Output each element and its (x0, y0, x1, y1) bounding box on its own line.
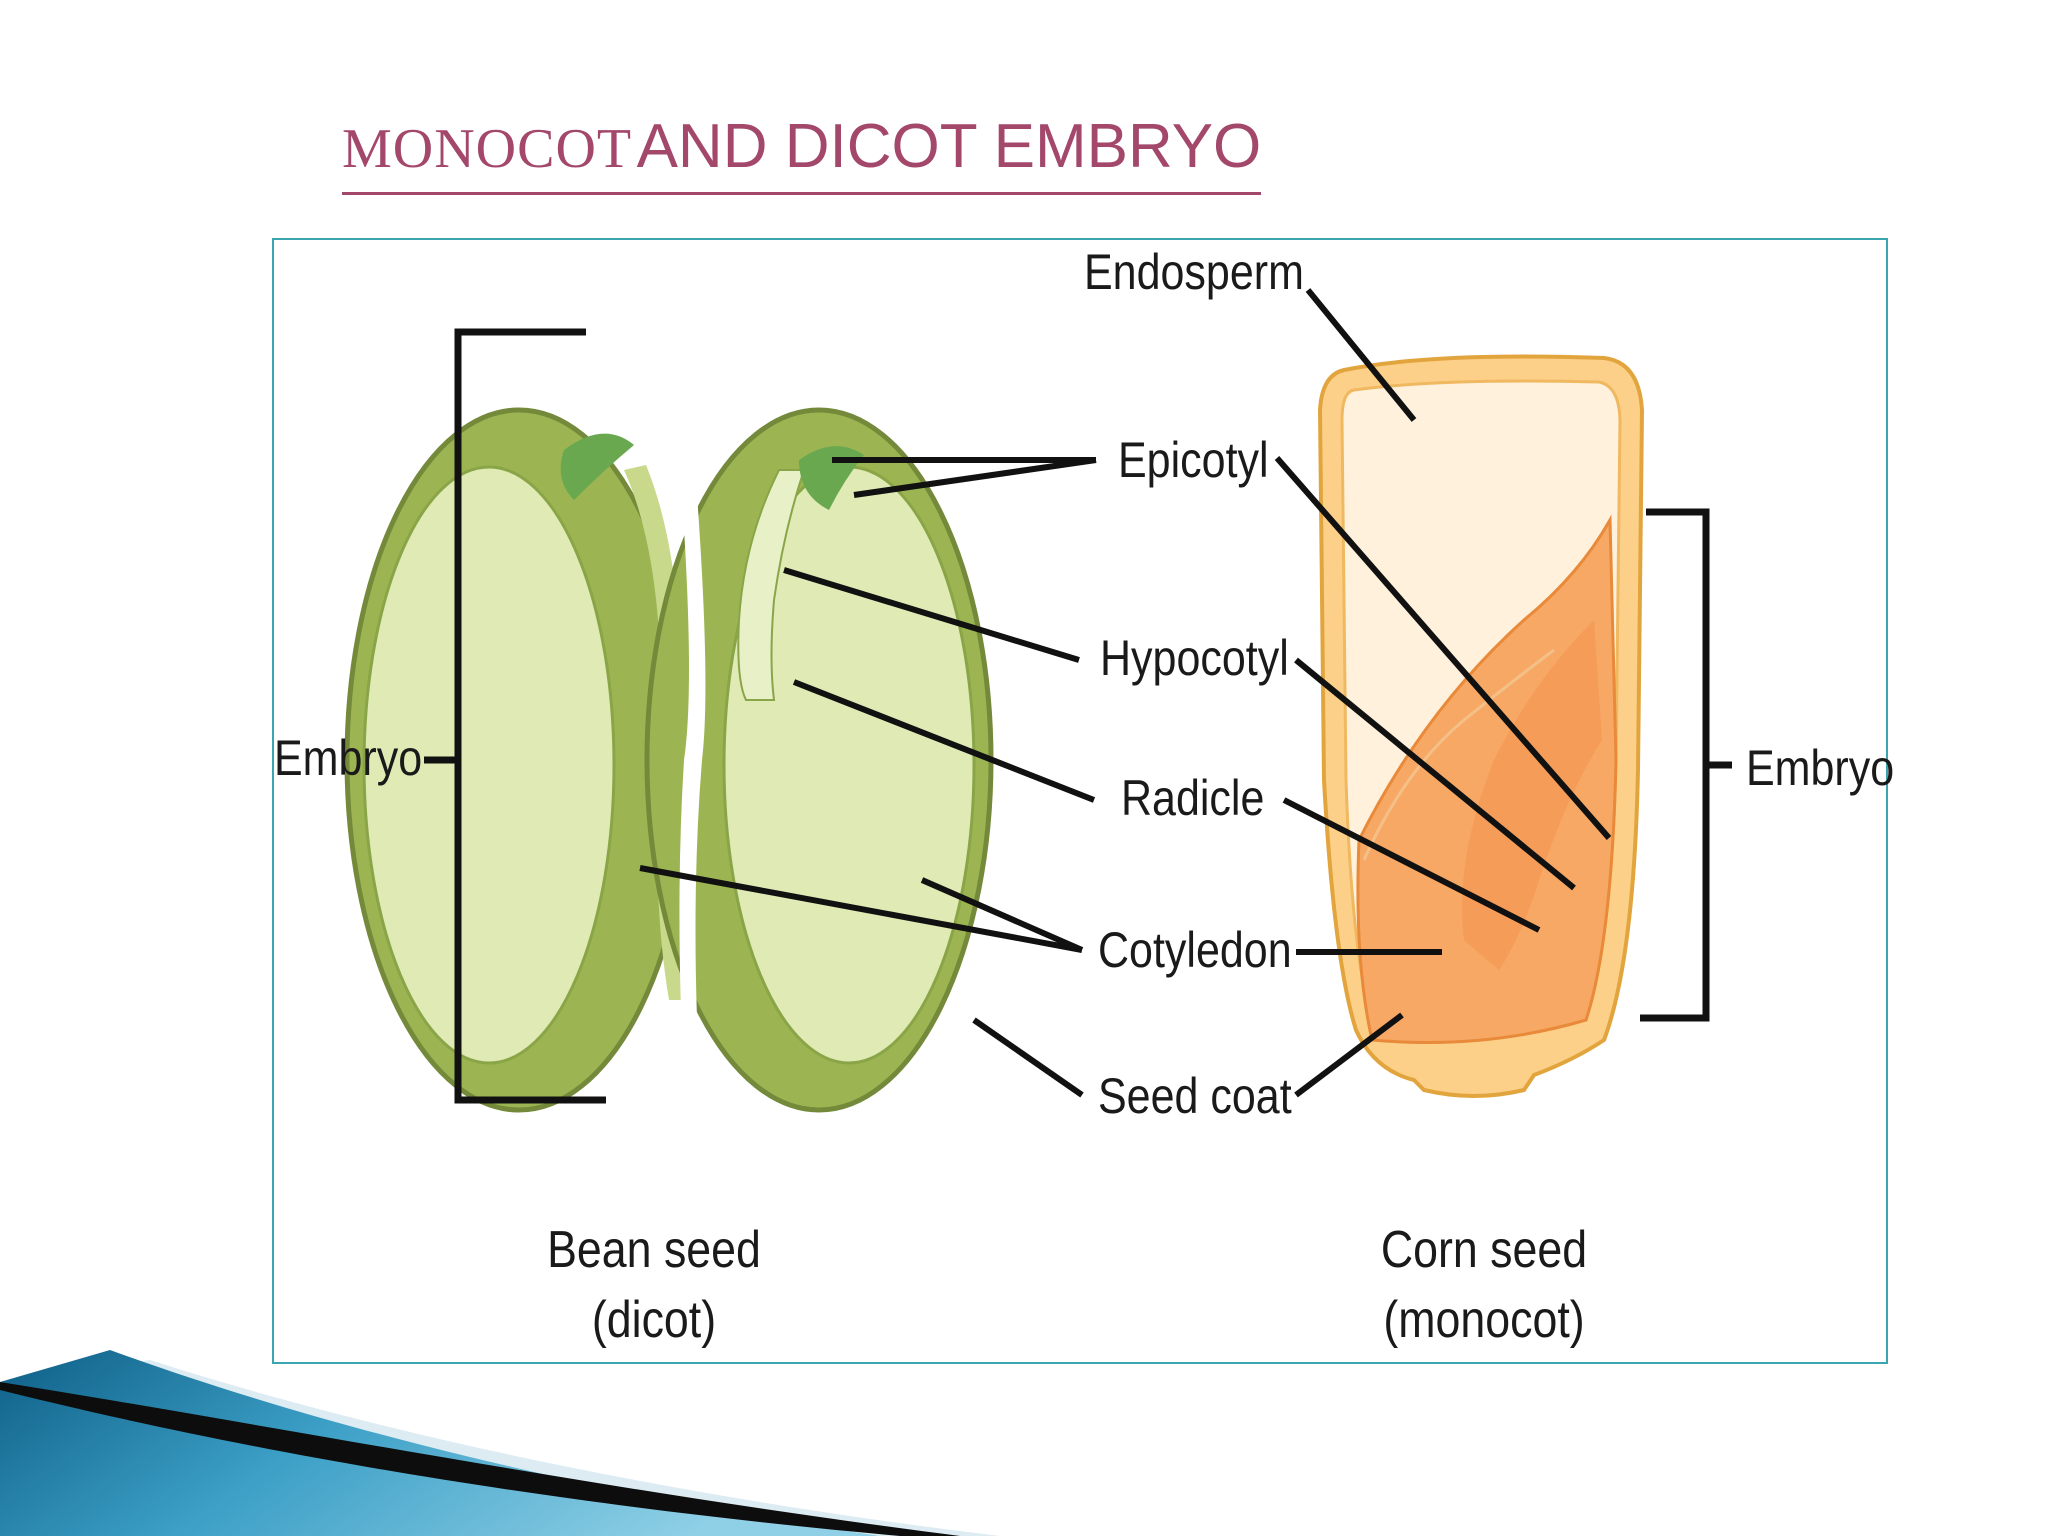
caption-bean-seed: Bean seed (dicot) (516, 1215, 791, 1355)
bean-left-epicotyl (560, 433, 634, 500)
slide-title: MONOCOT AND DICOT EMBRYO (342, 112, 1262, 195)
caption-corn-line-2: (monocot) (1383, 1291, 1585, 1349)
caption-bean-line-2: (dicot) (591, 1291, 717, 1349)
bean-seed-illustration (344, 340, 994, 1120)
bean-right-embryo-axis (737, 469, 806, 701)
label-cotyledon: Cotyledon (1098, 922, 1292, 978)
caption-bean-line-1: Bean seed (547, 1221, 761, 1279)
label-hypocotyl: Hypocotyl (1100, 630, 1289, 686)
corner-swoosh-decoration (0, 1350, 1000, 1536)
label-embryo-right: Embryo (1746, 740, 1895, 796)
label-seed-coat: Seed coat (1098, 1068, 1292, 1124)
label-epicotyl: Epicotyl (1118, 432, 1269, 488)
corn-seed-illustration (1317, 354, 1645, 1098)
caption-corn-line-1: Corn seed (1380, 1221, 1588, 1279)
title-part-1: MONOCOT (342, 118, 633, 180)
embryo-bracket-right (1640, 508, 1732, 1022)
bean-left-cotyledon-inner (362, 465, 616, 1065)
caption-corn-seed: Corn seed (monocot) (1338, 1215, 1630, 1355)
embryo-bracket-left (424, 328, 606, 1104)
leader-lines (639, 288, 1612, 1098)
label-embryo-left: Embryo (274, 730, 423, 786)
title-part-2: AND DICOT EMBRYO (636, 112, 1262, 181)
label-radicle: Radicle (1121, 770, 1265, 826)
seed-illustration (344, 288, 1732, 1120)
seed-diagram: Endosperm Epicotyl Hypocotyl Radicle Cot… (272, 238, 1894, 1364)
label-endosperm: Endosperm (1084, 244, 1304, 300)
